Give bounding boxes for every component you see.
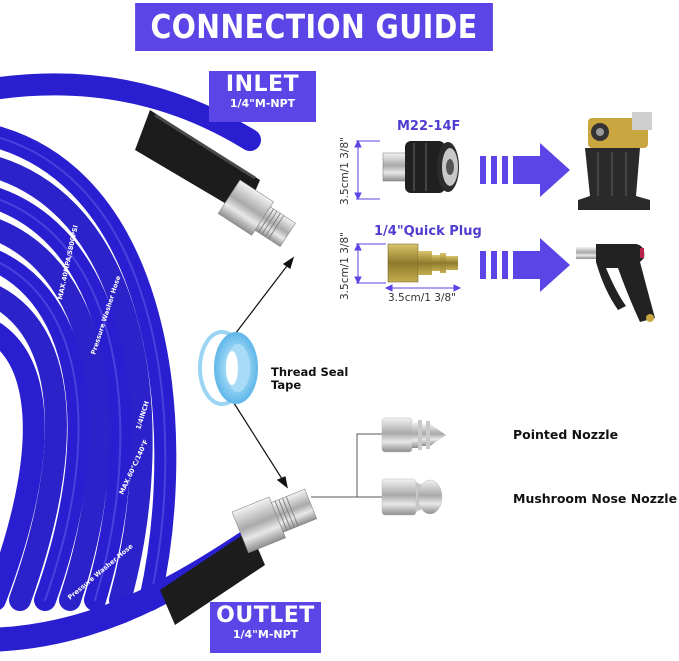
m22-height-dimension	[354, 139, 380, 201]
quick-plug-height-dimension-text: 3.5cm/1 3/8"	[339, 232, 351, 300]
page-title: CONNECTION GUIDE	[135, 3, 493, 51]
quick-plug-width-dimension-text: 3.5cm/1 3/8"	[388, 292, 456, 304]
pressure-washer-pump-icon	[578, 112, 652, 210]
pointed-nozzle-label: Pointed Nozzle	[513, 427, 619, 442]
arrow-to-pump-icon	[480, 143, 570, 197]
outlet-fitting	[160, 488, 318, 625]
quick-plug-dimensions	[354, 242, 462, 292]
outlet-title: OUTLET	[216, 603, 315, 628]
m22-14f-fitting-image	[382, 141, 459, 193]
thread-seal-tape-icon	[198, 330, 258, 406]
thread-seal-tape-label-line2: Tape	[271, 378, 302, 392]
nozzle-bracket-lines	[311, 433, 382, 498]
inlet-title: INLET	[225, 72, 300, 97]
mushroom-nose-nozzle-icon	[381, 478, 443, 516]
outlet-label: OUTLET 1/4"M-NPT	[210, 602, 321, 653]
inlet-label: INLET 1/4"M-NPT	[209, 71, 316, 122]
m22-14f-label: M22-14F	[397, 119, 461, 134]
arrow-to-spray-gun-icon	[480, 238, 570, 292]
quick-plug-label: 1/4"Quick Plug	[374, 224, 482, 239]
inlet-spec: 1/4"M-NPT	[229, 97, 296, 110]
tape-pointer-lines	[231, 256, 295, 489]
mushroom-nose-nozzle-label: Mushroom Nose Nozzle	[513, 491, 678, 506]
outlet-spec: 1/4"M-NPT	[232, 628, 299, 641]
quick-plug-fitting-image	[387, 243, 458, 283]
inlet-fitting	[135, 110, 296, 248]
pointed-nozzle-icon	[381, 417, 446, 453]
thread-seal-tape-label-line1: Thread Seal	[271, 365, 349, 379]
m22-height-dimension-text: 3.5cm/1 3/8"	[339, 137, 351, 205]
thread-seal-tape-label: Thread Seal Tape	[271, 366, 348, 392]
spray-gun-icon	[576, 244, 655, 322]
